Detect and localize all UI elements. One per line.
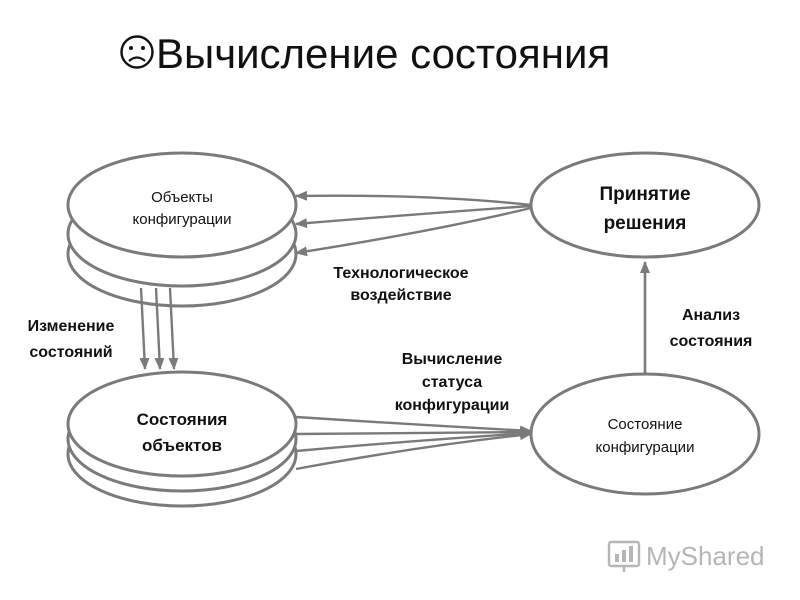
edge-status-calc-line1: Вычисление xyxy=(402,351,503,368)
node-object-states: Состояния объектов xyxy=(66,370,298,508)
node-config-state-line1: Состояние xyxy=(608,416,683,433)
node-object-states-line1: Состояния xyxy=(137,410,228,429)
edge-status-calc-line2: статуса xyxy=(422,374,482,391)
arrow-state-change-3 xyxy=(168,287,179,370)
node-config-state-line2: конфигурации xyxy=(596,439,695,456)
node-decision: Принятие решения xyxy=(529,151,761,259)
edge-state-analysis-line1: Анализ xyxy=(682,307,740,324)
edge-state-change: Изменение состояний xyxy=(28,287,179,370)
node-config-objects-line2: конфигурации xyxy=(133,211,232,228)
arrow-status-calc-1 xyxy=(295,415,532,436)
edge-status-calc-line3: конфигурации xyxy=(395,397,510,414)
edge-state-change-line1: Изменение xyxy=(28,318,115,335)
node-config-state: Состояние конфигурации xyxy=(529,372,761,496)
edge-state-analysis-line2: состояния xyxy=(670,333,753,350)
edge-tech-impact-line2: воздействие xyxy=(350,287,451,304)
watermark-text: MyShared xyxy=(646,541,765,571)
arrow-tech-impact-3 xyxy=(295,206,532,257)
node-decision-line2: решения xyxy=(604,213,687,234)
node-config-objects-line1: Объекты xyxy=(151,189,213,206)
arrow-tech-impact-2 xyxy=(295,204,532,229)
arrow-status-calc-3 xyxy=(295,428,532,453)
page-title: Вычисление состояния xyxy=(120,30,610,77)
edge-tech-impact-line1: Технологическое xyxy=(333,265,468,282)
edge-status-calc: Вычисление статуса конфигурации xyxy=(295,351,532,471)
frowning-face-icon xyxy=(120,35,154,69)
myshared-logo-icon xyxy=(607,540,641,572)
watermark: MyShared xyxy=(607,540,765,572)
edge-state-analysis: Анализ состояния xyxy=(640,261,753,373)
arrow-status-calc-2 xyxy=(295,427,532,438)
arrow-tech-impact-1 xyxy=(295,190,532,207)
edge-state-change-line2: состояний xyxy=(29,344,112,361)
arrow-state-change-2 xyxy=(154,287,165,370)
node-decision-line1: Принятие xyxy=(599,184,690,205)
node-config-objects: Объекты конфигурации xyxy=(66,151,298,308)
arrow-state-change-1 xyxy=(139,287,150,370)
edge-tech-impact: Технологическое воздействие xyxy=(295,190,532,304)
node-object-states-line2: объектов xyxy=(142,436,222,455)
arrow-status-calc-4 xyxy=(295,430,532,471)
title-text: Вычисление состояния xyxy=(156,30,610,77)
